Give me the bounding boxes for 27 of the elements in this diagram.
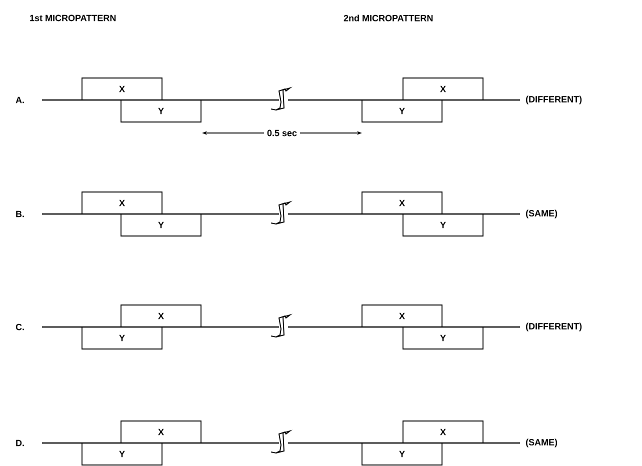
- pulse-box: X: [362, 192, 442, 214]
- title: 2nd MICROPATTERN: [344, 14, 433, 22]
- pulse-box: Y: [402, 326, 484, 350]
- row-letter: B.: [16, 210, 24, 218]
- pulse-box: Y: [120, 100, 202, 122]
- pulse-box: X: [402, 420, 484, 444]
- title: 1st MICROPATTERN: [30, 14, 116, 22]
- pulse-box: Y: [362, 100, 442, 122]
- result-label: (DIFFERENT): [526, 322, 582, 332]
- pulse-box: X: [82, 78, 162, 100]
- pulse-box: Y: [82, 326, 162, 350]
- pulse-box: X: [82, 192, 162, 214]
- pulse-box: Y: [120, 214, 202, 236]
- dimension-label: 0.5 sec: [264, 126, 300, 140]
- result-label: (SAME): [526, 210, 558, 218]
- pulse-box: X: [120, 304, 202, 328]
- row-letter: A.: [16, 96, 24, 104]
- row-letter: D.: [16, 440, 24, 446]
- pulse-box: X: [120, 420, 202, 444]
- pulse-box: Y: [82, 442, 162, 466]
- pulse-box: X: [402, 78, 484, 100]
- pulse-box: X: [362, 304, 442, 328]
- result-label: (SAME): [526, 438, 558, 448]
- pulse-box: Y: [362, 442, 442, 466]
- pulse-box: Y: [402, 214, 484, 236]
- result-label: (DIFFERENT): [526, 96, 582, 104]
- row-letter: C.: [16, 324, 24, 330]
